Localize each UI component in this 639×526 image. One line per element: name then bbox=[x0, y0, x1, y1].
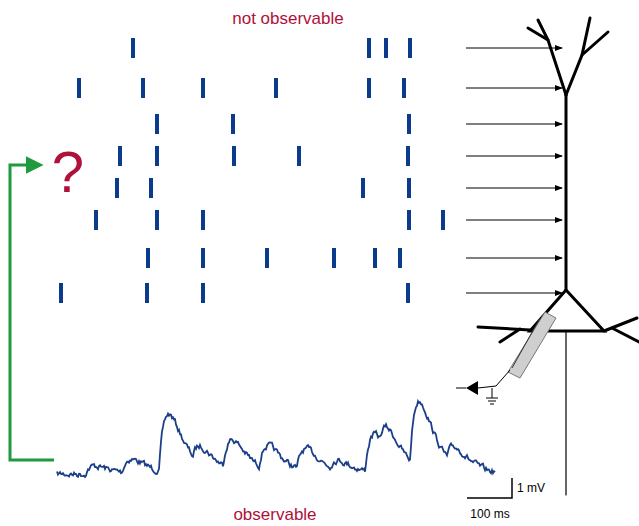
spike-tick bbox=[402, 78, 406, 98]
synapse-line bbox=[466, 255, 563, 261]
spike-tick bbox=[367, 78, 371, 98]
scale-label: 100 ms bbox=[470, 508, 509, 520]
synapse-line bbox=[466, 185, 563, 191]
spike-tick bbox=[384, 38, 388, 58]
spike-tick bbox=[146, 248, 150, 268]
spike-tick bbox=[94, 210, 98, 230]
recording-electrode bbox=[456, 312, 556, 404]
spike-tick bbox=[201, 248, 205, 268]
synapse-line bbox=[466, 85, 563, 91]
spike-tick bbox=[115, 178, 119, 198]
synapse-line bbox=[466, 290, 563, 296]
spike-tick bbox=[332, 248, 336, 268]
synaptic-inputs bbox=[466, 45, 563, 296]
spike-tick bbox=[118, 146, 122, 166]
inference-arrow bbox=[10, 165, 54, 460]
spike-tick bbox=[274, 78, 278, 98]
scale-bar bbox=[467, 478, 512, 498]
caption-label: observable bbox=[233, 506, 316, 523]
spike-tick bbox=[155, 146, 159, 166]
spike-tick bbox=[361, 178, 365, 198]
spike-tick bbox=[408, 38, 412, 58]
membrane-trace bbox=[57, 401, 495, 477]
synapse-line bbox=[466, 121, 563, 127]
spike-tick bbox=[406, 283, 410, 303]
question-mark: ? bbox=[52, 143, 84, 201]
spike-tick bbox=[141, 78, 145, 98]
scale-label: 1 mV bbox=[517, 482, 545, 494]
pyramidal-neuron bbox=[478, 18, 639, 495]
spike-tick bbox=[59, 283, 63, 303]
spike-tick bbox=[149, 178, 153, 198]
spike-tick bbox=[145, 283, 149, 303]
spike-tick bbox=[398, 248, 402, 268]
spike-tick bbox=[77, 78, 81, 98]
spike-tick bbox=[131, 38, 135, 58]
spike-tick bbox=[367, 38, 371, 58]
spike-raster bbox=[59, 38, 445, 303]
spike-tick bbox=[155, 210, 159, 230]
spike-tick bbox=[231, 114, 235, 134]
spike-tick bbox=[265, 248, 269, 268]
spike-tick bbox=[297, 146, 301, 166]
spike-tick bbox=[232, 146, 236, 166]
spike-tick bbox=[373, 248, 377, 268]
synapse-line bbox=[466, 217, 563, 223]
spike-tick bbox=[407, 210, 411, 230]
spike-tick bbox=[441, 210, 445, 230]
spike-tick bbox=[201, 78, 205, 98]
spike-tick bbox=[201, 283, 205, 303]
spike-tick bbox=[407, 114, 411, 134]
spike-tick bbox=[155, 114, 159, 134]
spike-tick bbox=[407, 178, 411, 198]
spike-tick bbox=[201, 210, 205, 230]
synapse-line bbox=[466, 153, 563, 159]
title-label: not observable bbox=[232, 10, 344, 27]
spike-tick bbox=[406, 146, 410, 166]
